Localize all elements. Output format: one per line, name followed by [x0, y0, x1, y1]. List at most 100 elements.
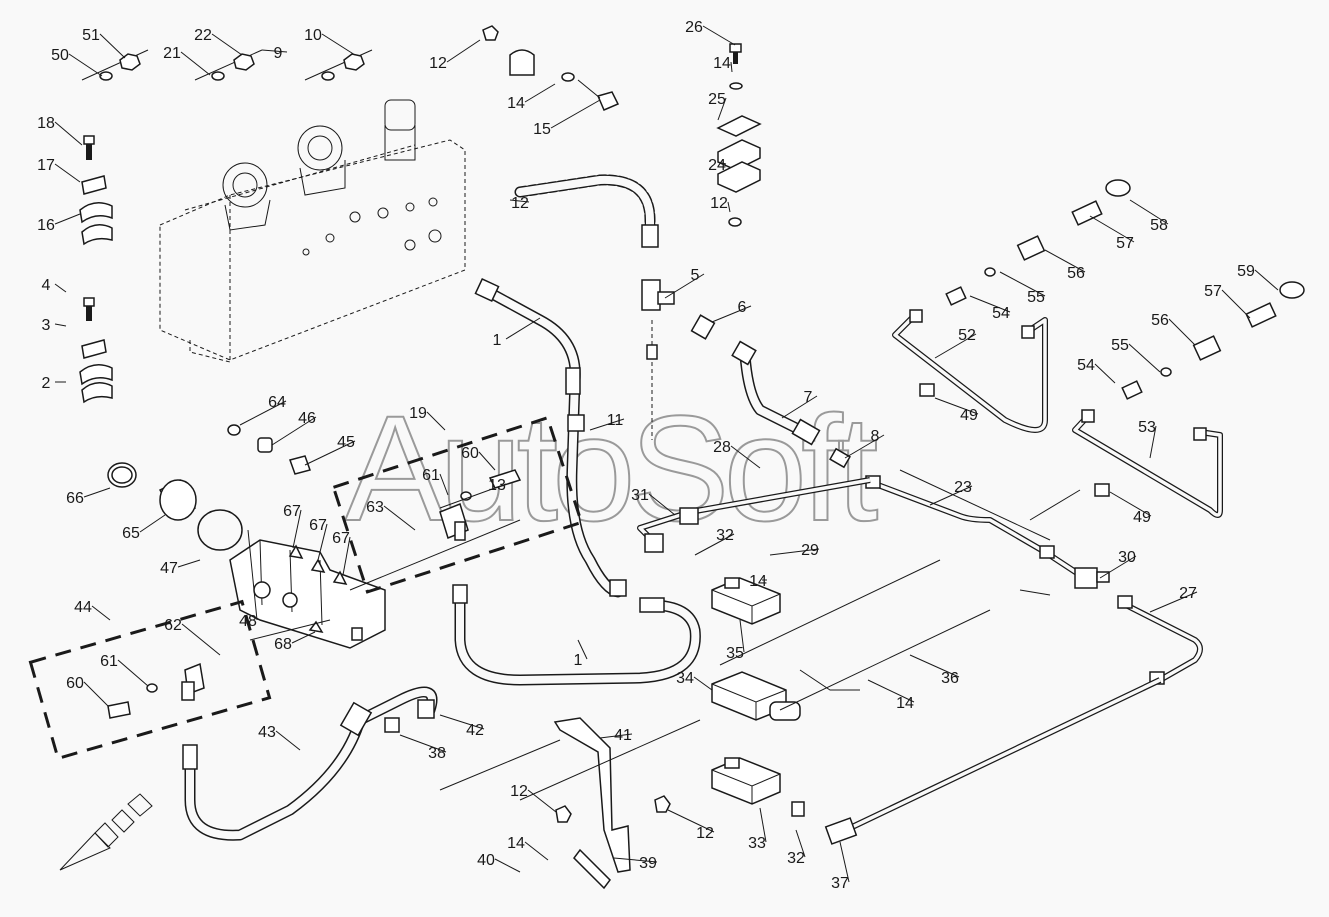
- valve-block-33: [711, 757, 781, 805]
- clamp-set-16-18: [79, 135, 113, 246]
- leader-line: [1168, 318, 1196, 346]
- leader-line: [934, 333, 977, 359]
- leader-line: [759, 807, 767, 843]
- callout-label: 32: [787, 850, 805, 867]
- leader-line: [54, 163, 81, 183]
- pressure-line-7: [690, 314, 851, 469]
- callout-label: 25: [708, 91, 726, 108]
- leader-line: [211, 33, 243, 56]
- callout-label: 46: [298, 410, 316, 427]
- callout-label: 31: [631, 487, 649, 504]
- leader-line: [664, 273, 705, 299]
- leader-line: [342, 536, 351, 576]
- leader-line: [91, 605, 111, 621]
- callout-label: 22: [194, 27, 212, 44]
- callout-label: 60: [461, 445, 479, 462]
- steel-pipe-23: [865, 475, 1082, 578]
- callout-label: 1: [574, 652, 583, 669]
- leader-line: [1129, 199, 1169, 225]
- callout-label: 41: [614, 727, 632, 744]
- callout-label: 56: [1151, 312, 1169, 329]
- callout-label: 47: [160, 560, 178, 577]
- leader-line: [839, 841, 850, 883]
- callout-label: 27: [1179, 585, 1197, 602]
- callout-label: 12: [511, 195, 529, 212]
- o-ring-66-65-47: [107, 462, 243, 551]
- callout-label: 65: [122, 525, 140, 542]
- callout-label: 67: [283, 503, 301, 520]
- clamp-set-2-4: [79, 297, 113, 404]
- watermark-text: AutoSoft: [345, 384, 878, 552]
- callout-label: 61: [422, 467, 440, 484]
- valve-block-34: [711, 671, 801, 721]
- quick-coupler-set-upper: [945, 179, 1131, 306]
- leader-line: [1254, 269, 1279, 291]
- leader-line: [271, 416, 317, 446]
- leader-line: [1044, 249, 1086, 273]
- leader-line: [577, 639, 588, 660]
- callout-label: 45: [337, 434, 355, 451]
- callout-label: 5: [691, 267, 700, 284]
- callout-label: 50: [51, 47, 69, 64]
- callout-label: 19: [409, 405, 427, 422]
- leader-line: [1221, 289, 1251, 319]
- leader-line: [446, 39, 481, 63]
- hydraulic-tank: [159, 99, 466, 363]
- callout-label: 11: [607, 412, 624, 429]
- leader-line: [426, 411, 446, 431]
- leader-line: [550, 99, 601, 129]
- steel-pipe-52: [892, 309, 1048, 433]
- leader-line: [702, 25, 736, 46]
- tank-return-hose: [514, 174, 659, 440]
- seal-kit-45-46-64: [227, 424, 311, 475]
- flange-fitting-19: [439, 469, 522, 541]
- nut-washer-set-21-22: [194, 49, 263, 81]
- adapter-49: [919, 383, 1110, 497]
- callout-label: 57: [1204, 283, 1222, 300]
- leader-line: [524, 83, 556, 103]
- leader-line: [711, 305, 752, 323]
- leader-line: [1094, 363, 1116, 384]
- leader-line: [83, 681, 109, 707]
- callout-label: 66: [66, 490, 84, 507]
- callout-label: 1: [493, 332, 502, 349]
- steel-pipe-53: [1072, 409, 1223, 518]
- quick-coupler-set-lower: [1121, 281, 1305, 400]
- leader-line: [181, 623, 221, 656]
- leader-line: [1099, 555, 1137, 579]
- callout-label: 21: [163, 45, 181, 62]
- leader-line: [969, 295, 1011, 313]
- pipe-to-valve-33: [791, 677, 1162, 845]
- callout-label: 12: [429, 55, 447, 72]
- callout-label: 15: [533, 121, 551, 138]
- leader-line: [54, 323, 67, 327]
- manifold-outline: [249, 469, 1081, 801]
- callout-label: 35: [726, 645, 744, 662]
- leader-line: [730, 445, 761, 469]
- leader-line: [717, 97, 727, 121]
- callout-label: 67: [309, 517, 327, 534]
- callout-label: 44: [74, 599, 92, 616]
- leader-line: [439, 483, 507, 509]
- leader-line: [399, 734, 447, 753]
- callout-label: 38: [428, 745, 446, 762]
- callout-label: 49: [1133, 509, 1151, 526]
- clamp-block-24-26: [716, 43, 762, 227]
- tee-fitting-30: [1074, 567, 1110, 589]
- leader-line: [844, 434, 885, 459]
- callout-label: 64: [268, 394, 286, 411]
- leader-line: [261, 49, 288, 53]
- leader-line: [117, 659, 149, 687]
- leader-line: [648, 493, 676, 516]
- callout-label: 14: [749, 573, 767, 590]
- leader-line: [694, 533, 735, 556]
- leader-line: [1128, 343, 1161, 373]
- leader-line: [99, 33, 126, 59]
- callout-label: 53: [1138, 419, 1156, 436]
- callout-label: 55: [1111, 337, 1129, 354]
- callout-label: 23: [954, 479, 972, 496]
- callout-label: 54: [992, 305, 1010, 322]
- callout-label: 59: [1237, 263, 1255, 280]
- leader-line: [54, 213, 81, 225]
